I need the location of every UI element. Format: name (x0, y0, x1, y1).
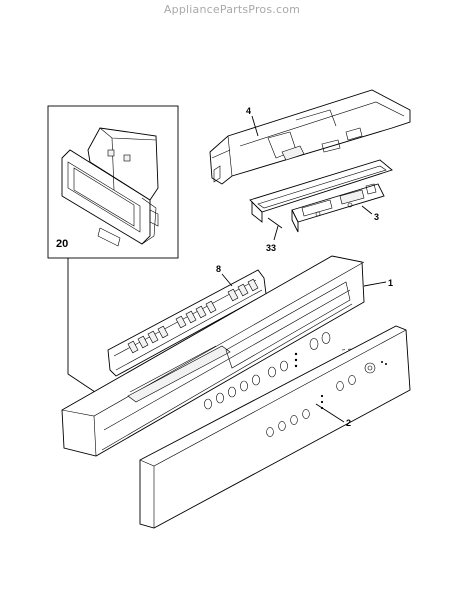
watermark: AppliancePartsPros.com (163, 3, 301, 16)
leader-line-8 (221, 273, 233, 287)
callout-label-1: 1 (388, 278, 393, 288)
callout-label-8: 8 (216, 264, 221, 274)
leader-line-4 (251, 115, 259, 137)
callout-label-20: 20 (56, 238, 68, 250)
callout-label-2: 2 (346, 418, 351, 428)
leader-line-33-a (267, 217, 283, 229)
switch-board-part (107, 269, 267, 377)
callout-label-33: 33 (266, 243, 276, 253)
console-buttons (204, 332, 331, 410)
overlay-part (139, 325, 411, 529)
control-board-part (291, 183, 385, 233)
overlay-buttons (266, 361, 387, 437)
leader-line-2 (315, 403, 345, 423)
console-part (61, 255, 365, 457)
switch-buttons (127, 278, 259, 354)
inset-leader-line (67, 258, 105, 399)
gasket-part (249, 159, 393, 223)
inset-detail-box: 20 (47, 105, 179, 259)
leader-line-3 (361, 205, 373, 215)
callout-label-4: 4 (246, 106, 251, 116)
leader-line-33 (273, 225, 279, 241)
leader-line-1 (363, 281, 387, 287)
callout-label-3: 3 (374, 212, 379, 222)
dispenser-detail-drawing (61, 127, 159, 247)
bracket-part (209, 89, 411, 185)
